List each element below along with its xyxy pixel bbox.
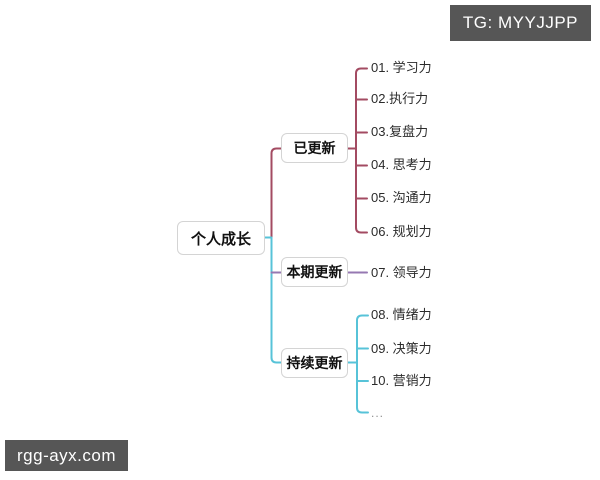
leaf-node-09-decision[interactable]: 09. 决策力 — [371, 341, 432, 356]
leaf-node-05-communication[interactable]: 05. 沟通力 — [371, 190, 432, 205]
leaf-node-10-marketing[interactable]: 10. 营销力 — [371, 373, 432, 388]
leaf-node-04-thinking[interactable]: 04. 思考力 — [371, 157, 432, 172]
root-node-personal-growth[interactable]: 个人成长 — [177, 221, 265, 255]
leaf-node-07-leadership[interactable]: 07. 领导力 — [371, 265, 432, 280]
connector-continuous-trunk — [264, 236, 282, 364]
branch-node-continuous-update[interactable]: 持续更新 — [281, 348, 348, 378]
telegram-watermark-badge: TG: MYYJJPP — [449, 5, 591, 41]
website-watermark-badge: rgg-ayx.com — [5, 440, 129, 471]
leaf-node-01-learning[interactable]: 01. 学习力 — [371, 60, 432, 75]
leaf-node-03-review[interactable]: 03.复盘力 — [371, 124, 429, 139]
branch-node-current-update[interactable]: 本期更新 — [281, 257, 348, 287]
connector-updated-trunk — [270, 147, 282, 239]
leaf-node-06-planning[interactable]: 06. 规划力 — [371, 224, 432, 239]
leaf-node-08-emotion[interactable]: 08. 情绪力 — [371, 307, 432, 322]
branch-node-updated[interactable]: 已更新 — [281, 133, 348, 163]
connector-continuous-children — [347, 314, 369, 414]
connector-updated-children — [347, 67, 368, 234]
leaf-node-02-execution[interactable]: 02.执行力 — [371, 91, 429, 106]
leaf-node-more-ellipsis[interactable]: ... — [371, 406, 385, 420]
